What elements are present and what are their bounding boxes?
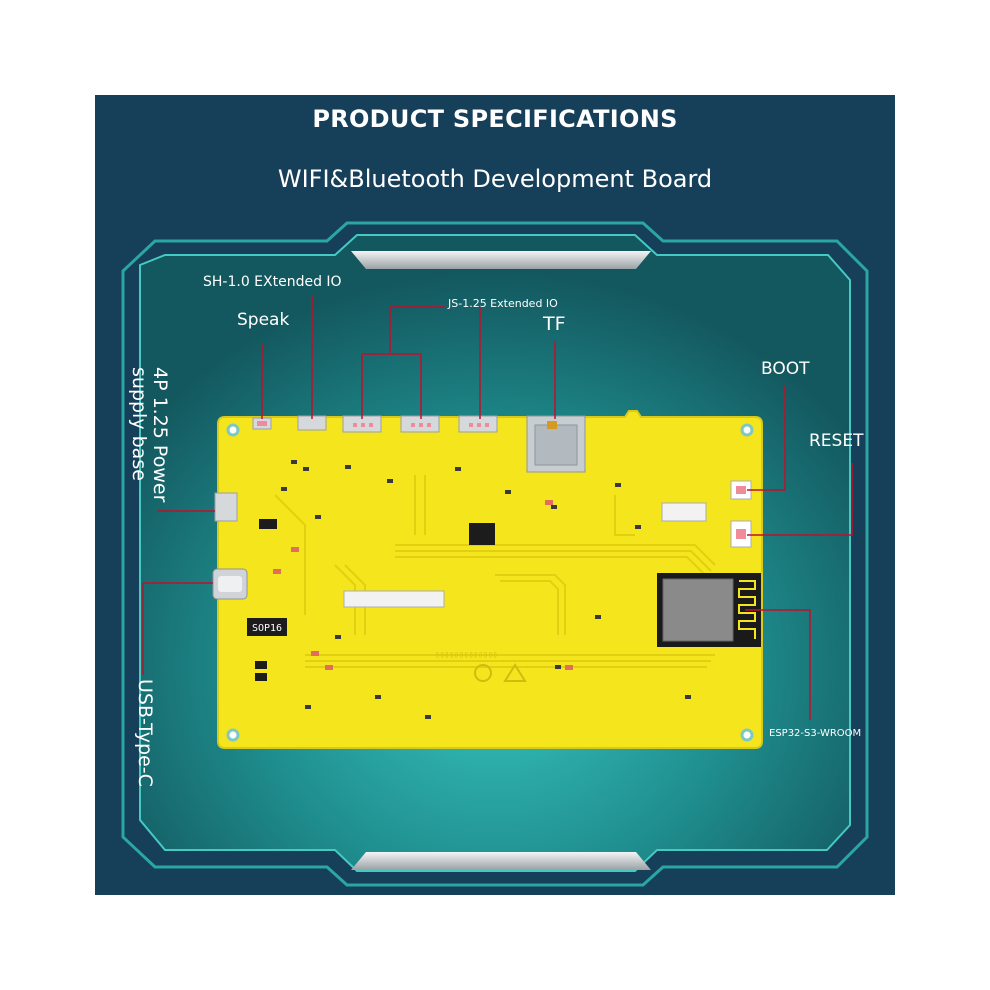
label-power-line2: supply base [128,367,151,481]
leader-lines [142,295,853,720]
label-sh-io: SH-1.0 EXtended IO [203,274,342,290]
pcb: SOP16 [212,410,763,749]
page-title: PRODUCT SPECIFICATIONS [312,105,678,133]
label-usb: USB-Type-C [134,679,156,787]
label-tf: TF [543,313,566,335]
svg-text:▯▯▯▯▯▯▯▯▯▯▯▯▯: ▯▯▯▯▯▯▯▯▯▯▯▯▯ [435,650,498,659]
label-esp: ESP32-S3-WROOM [769,728,862,739]
label-js-io: JS-1.25 Extended IO [448,297,558,310]
label-speak: Speak [237,310,290,330]
label-reset: RESET [809,431,864,451]
label-power-line1: 4P 1.25 Power [149,367,171,503]
chip-marking: SOP16 [252,623,282,634]
label-power: 4P 1.25 Power supply base [128,367,171,503]
page-subtitle: WIFI&Bluetooth Development Board [277,165,713,193]
bottom-bar [351,852,651,870]
label-boot: BOOT [761,359,810,379]
inner-frame-line [121,221,869,887]
top-bar [351,251,651,269]
board-illustration: SOP16 [121,221,869,887]
spec-panel: SOP16 [95,95,895,895]
